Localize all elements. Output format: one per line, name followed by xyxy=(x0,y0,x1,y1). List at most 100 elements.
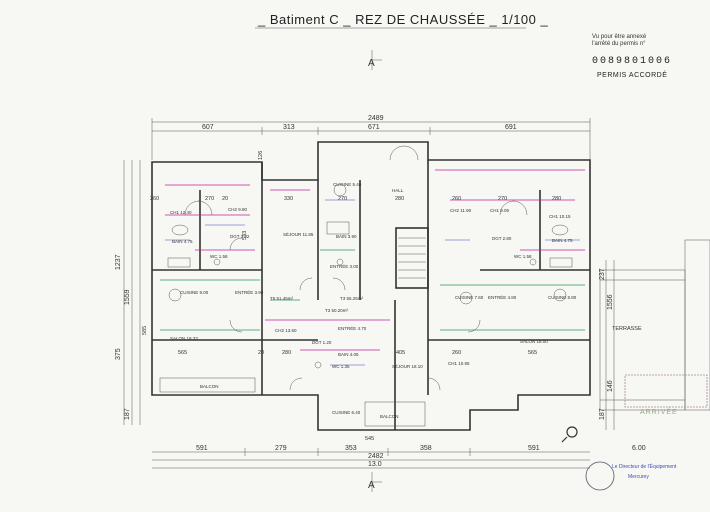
room-label: CH2 9.80 xyxy=(228,207,248,212)
room-label: CUISINE 5.40 xyxy=(333,182,362,187)
room-label: CUISINE 7.60 xyxy=(455,295,484,300)
door-swings xyxy=(184,145,528,391)
svg-text:533: 533 xyxy=(242,231,248,240)
room-label: TERRASSE xyxy=(612,326,642,332)
room-label: T3 50.20m² xyxy=(325,308,349,313)
dim-top-1: 607 xyxy=(202,124,214,131)
bath-fixtures xyxy=(167,183,573,369)
received-stamp: ARRIVÉE xyxy=(624,374,708,416)
room-label: DGT 1.20 xyxy=(312,340,332,345)
outdoor-areas xyxy=(159,239,710,427)
room-label: CH2 13.60 xyxy=(275,328,297,333)
room-label: BAIN 4.75 xyxy=(552,238,573,243)
svg-text:A: A xyxy=(368,480,375,491)
top-dimensions: 2489 607 313 671 691 xyxy=(151,115,591,160)
room-label: ENTRÉE 4.70 xyxy=(338,325,367,331)
room-label: CH2 11.90 xyxy=(450,208,472,213)
section-marker-bottom: A xyxy=(368,472,382,492)
svg-text:545: 545 xyxy=(365,436,374,442)
svg-text:565: 565 xyxy=(178,350,187,356)
room-label: SÉJOUR 11.85 xyxy=(283,231,314,237)
permit-stamp: Vu pour être annexé l'arrêté du permis n… xyxy=(592,34,702,48)
room-label: SALON 18.33 xyxy=(170,336,198,341)
room-label: ENTRÉE 4.80 xyxy=(488,294,517,300)
dim-top-4: 691 xyxy=(505,124,517,131)
dim-right-2: 1556 xyxy=(607,294,614,310)
room-label: WC 1.58 xyxy=(514,254,532,259)
dim-bottom-5: 591 xyxy=(528,445,540,452)
dim-left-3: 375 xyxy=(115,348,122,360)
room-label: WC 1.35 xyxy=(332,364,350,369)
svg-text:280: 280 xyxy=(395,196,404,202)
room-label: CH1 10.95 xyxy=(448,361,470,366)
building-walls xyxy=(151,141,591,431)
room-label: T3 55.25m² xyxy=(340,296,364,301)
bottom-dimensions: 591 279 353 358 591 2482 13.0 6.00 xyxy=(152,445,646,469)
dim-right-1: 237 xyxy=(599,268,606,280)
room-label: BALCON xyxy=(200,384,219,389)
permit-number: 0089801006 xyxy=(592,56,673,67)
svg-text:330: 330 xyxy=(284,196,293,202)
svg-text:Le Directeur de l'Équipement: Le Directeur de l'Équipement xyxy=(612,463,677,470)
dim-bottom-total: 2482 xyxy=(368,453,384,460)
partition-lines xyxy=(160,169,585,366)
dim-bottom-3: 353 xyxy=(345,445,357,452)
section-marker-top: A xyxy=(368,50,382,70)
dim-left-2: 1559 xyxy=(124,289,131,305)
room-labels: CH1 12.40 CH2 9.80 BAIN 4.75 WC 1.58 DGT… xyxy=(170,182,642,419)
room-label: SÉJOUR 18.10 xyxy=(392,363,423,369)
svg-text:270: 270 xyxy=(338,196,347,202)
svg-text:126: 126 xyxy=(258,151,264,160)
dim-top-3: 671 xyxy=(368,124,380,131)
plan-title: _ Batiment C _ REZ DE CHAUSSÉE _ 1/100 _ xyxy=(258,12,549,27)
room-label: CUISINE 9.00 xyxy=(180,290,209,295)
room-label: CH1 12.40 xyxy=(170,210,192,215)
dim-bottom-2: 279 xyxy=(275,445,287,452)
svg-text:260: 260 xyxy=(452,350,461,356)
room-label: CH1 10.15 xyxy=(549,214,571,219)
room-label: CH1 9.05 xyxy=(490,208,510,213)
room-label: SALON 18.00 xyxy=(520,339,548,344)
room-label: BAIN 4.05 xyxy=(338,352,359,357)
dim-right-3: 187 xyxy=(599,408,606,420)
dim-left-1: 1237 xyxy=(115,254,122,270)
svg-text:260: 260 xyxy=(452,196,461,202)
dim-left-4: 187 xyxy=(124,408,131,420)
svg-text:20: 20 xyxy=(222,196,228,202)
room-label: ENTRÉE 3.00 xyxy=(330,263,359,269)
room-label: T5 51.45m² xyxy=(270,296,294,301)
svg-text:20: 20 xyxy=(258,350,264,356)
left-dimensions: 1237 1559 375 187 xyxy=(115,160,141,425)
svg-text:280: 280 xyxy=(552,196,561,202)
magnifier-icon xyxy=(561,426,578,443)
room-label: ENTRÉE 3.90 xyxy=(235,289,264,295)
room-label: HALL xyxy=(392,188,404,193)
svg-text:A: A xyxy=(368,58,375,69)
dim-bottom-4: 358 xyxy=(420,445,432,452)
approval-seal: Le Directeur de l'Équipement Mercurey xyxy=(585,461,677,491)
dim-top-total: 2489 xyxy=(368,115,384,122)
room-label: DGT 3.82 xyxy=(230,234,250,239)
stamp-line-2: l'arrêté du permis n° xyxy=(592,41,646,47)
room-label: BALCON xyxy=(380,414,399,419)
svg-text:585: 585 xyxy=(142,326,148,335)
dim-bottom-1: 591 xyxy=(196,445,208,452)
dim-bottom-extra: 13.0 xyxy=(368,461,382,468)
interior-dimensions: 260 270 20 330 270 280 260 270 280 565 2… xyxy=(142,151,561,442)
room-label: CUISINE 8.80 xyxy=(548,295,577,300)
room-label: WC 1.58 xyxy=(210,254,228,259)
svg-text:270: 270 xyxy=(205,196,214,202)
svg-text:ARRIVÉE: ARRIVÉE xyxy=(640,407,678,416)
svg-text:Mercurey: Mercurey xyxy=(628,474,649,480)
dim-right-4: 146 xyxy=(607,380,614,392)
svg-text:280: 280 xyxy=(282,350,291,356)
svg-text:270: 270 xyxy=(498,196,507,202)
dim-top-2: 313 xyxy=(283,124,295,131)
right-dimensions: 237 1556 187 146 xyxy=(599,260,615,430)
room-label: BAIN 4.75 xyxy=(172,239,193,244)
svg-text:260: 260 xyxy=(150,196,159,202)
permit-status: PERMIS ACCORDÉ xyxy=(597,72,668,79)
room-label: CUISINE 6.40 xyxy=(332,410,361,415)
svg-text:405: 405 xyxy=(396,350,405,356)
